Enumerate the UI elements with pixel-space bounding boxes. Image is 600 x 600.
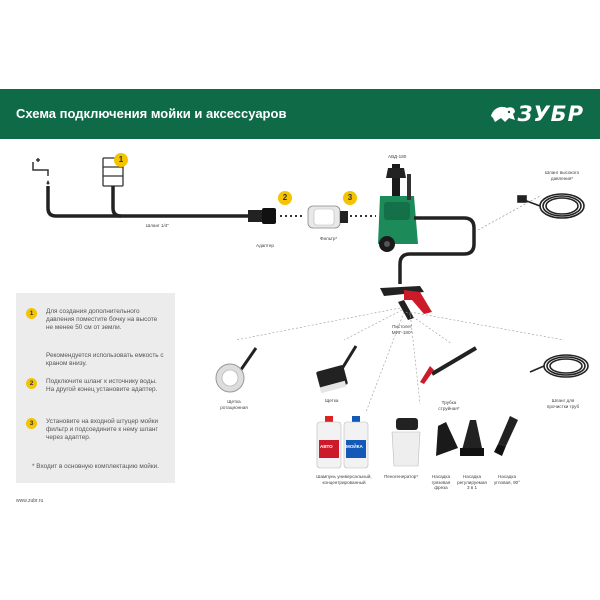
- label-pipe-hose: Шланг для прочистки труб: [546, 398, 580, 409]
- rotating-brush-icon: [215, 347, 258, 393]
- step-badge-3: 3: [343, 191, 357, 205]
- lance-icon: [420, 346, 478, 384]
- label-adapter: Адаптер: [256, 243, 274, 248]
- pressure-washer-icon: [378, 164, 418, 252]
- barrel-hose: [111, 186, 122, 218]
- page-title: Схема подключения мойки и аксессуаров: [16, 106, 287, 121]
- instruction-text-2: Подключите шланг к источнику воды. На др…: [46, 378, 158, 394]
- high-pressure-hose: [398, 216, 476, 284]
- header-banner: Схема подключения мойки и аксессуаров ЗУ…: [0, 89, 600, 139]
- hose-coil-connector: [477, 195, 541, 231]
- label-shampoo: Шампунь универсальный, концентрированный: [316, 474, 372, 485]
- instruction-text-3: Установите на входной штуцер мойки фильт…: [46, 418, 159, 442]
- adapter-icon: [248, 208, 276, 224]
- label-hp-hose: Шланг высокого давления*: [544, 170, 580, 181]
- bottle-label-1: АВТО: [320, 444, 333, 449]
- footnote: * Входит в основную комплектацию мойки.: [32, 463, 159, 470]
- label-washer-model: АВД-180: [388, 154, 407, 159]
- zubr-bison-icon: [491, 106, 516, 122]
- brand-logo-text: ЗУБР: [517, 102, 584, 126]
- gun-accessory-lines: [235, 307, 565, 413]
- instructions-panel: 1 Для создания дополнительного давления …: [16, 293, 175, 483]
- instruction-badge-2: 2: [26, 378, 37, 389]
- label-filter: Фильтр*: [320, 236, 338, 241]
- bottle-label-2: МОЙКА: [346, 444, 363, 449]
- filter-icon: [307, 205, 348, 229]
- label-nozzle-turbo: Насадка грязевая фреза: [431, 474, 451, 490]
- nozzle-3in1-icon: [460, 420, 484, 456]
- foam-generator-icon: [391, 418, 421, 467]
- hose-coil-icon: [517, 193, 585, 219]
- nozzle-90-icon: [494, 416, 518, 456]
- instruction-extra-1: Рекомендуется использовать емкость с кра…: [46, 352, 164, 368]
- pipe-hose-icon: [529, 354, 589, 378]
- website-url[interactable]: www.zubr.ru: [16, 498, 44, 504]
- label-nozzle-3in1: Насадка регулируемая 3 в 1: [457, 474, 487, 490]
- water-tap-icon: [32, 158, 50, 185]
- instruction-text-1: Для создания дополнительного давления по…: [46, 308, 158, 332]
- brush-icon: [316, 345, 358, 394]
- label-lance: Трубка струйная*: [438, 400, 460, 411]
- step-badge-1: 1: [114, 153, 128, 167]
- shampoo-bottles-icon: [316, 416, 369, 469]
- instruction-badge-1: 1: [26, 308, 37, 319]
- step-badge-2: 2: [278, 191, 292, 205]
- label-hose-14: Шланг 1/4": [146, 223, 169, 228]
- turbo-nozzle-icon: [436, 422, 458, 456]
- label-nozzle-90: Насадка угловая, 90°: [493, 474, 521, 485]
- label-foam-gen: Пеногенератор*: [384, 474, 419, 479]
- label-brush-rotating: Щетка ротационная: [220, 399, 248, 410]
- instruction-badge-3: 3: [26, 418, 37, 429]
- water-hose: [46, 186, 250, 218]
- label-gun: Пистолет МИГ-180*: [391, 324, 413, 335]
- spray-gun-icon: [380, 286, 432, 320]
- brand-logo: ЗУБР: [489, 101, 584, 127]
- label-brush: Щетка: [325, 398, 339, 403]
